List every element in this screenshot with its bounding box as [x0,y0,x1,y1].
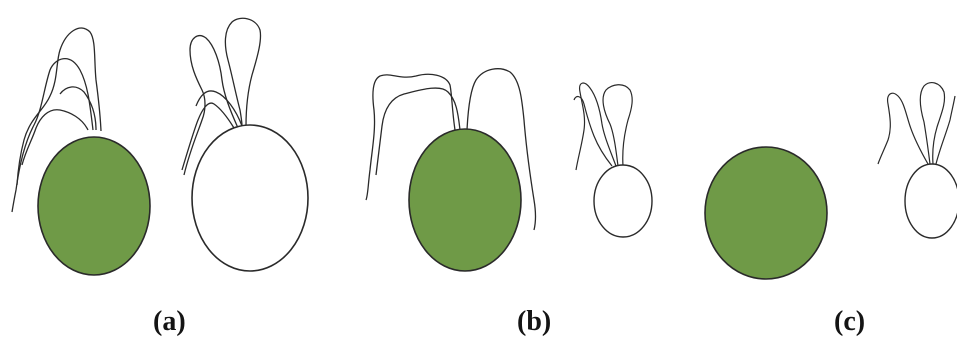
panel-b-figure [366,69,652,271]
panel-c-figure [705,83,957,279]
panel-b-green-cell [409,129,521,271]
panel-c-white-cell [905,164,957,238]
panel-a-figure [12,18,308,275]
panel-b-white-flagella [574,83,632,170]
panel-a-label: (a) [153,308,186,336]
panel-a-white-cell [192,125,308,271]
panel-c-label: (c) [834,308,865,336]
panel-c-green-cell [705,147,827,279]
panel-c-white-flagella [878,83,955,164]
panel-b-white-cell [594,165,652,237]
panel-b-label: (b) [517,308,551,336]
panel-a-green-cell [38,137,150,275]
